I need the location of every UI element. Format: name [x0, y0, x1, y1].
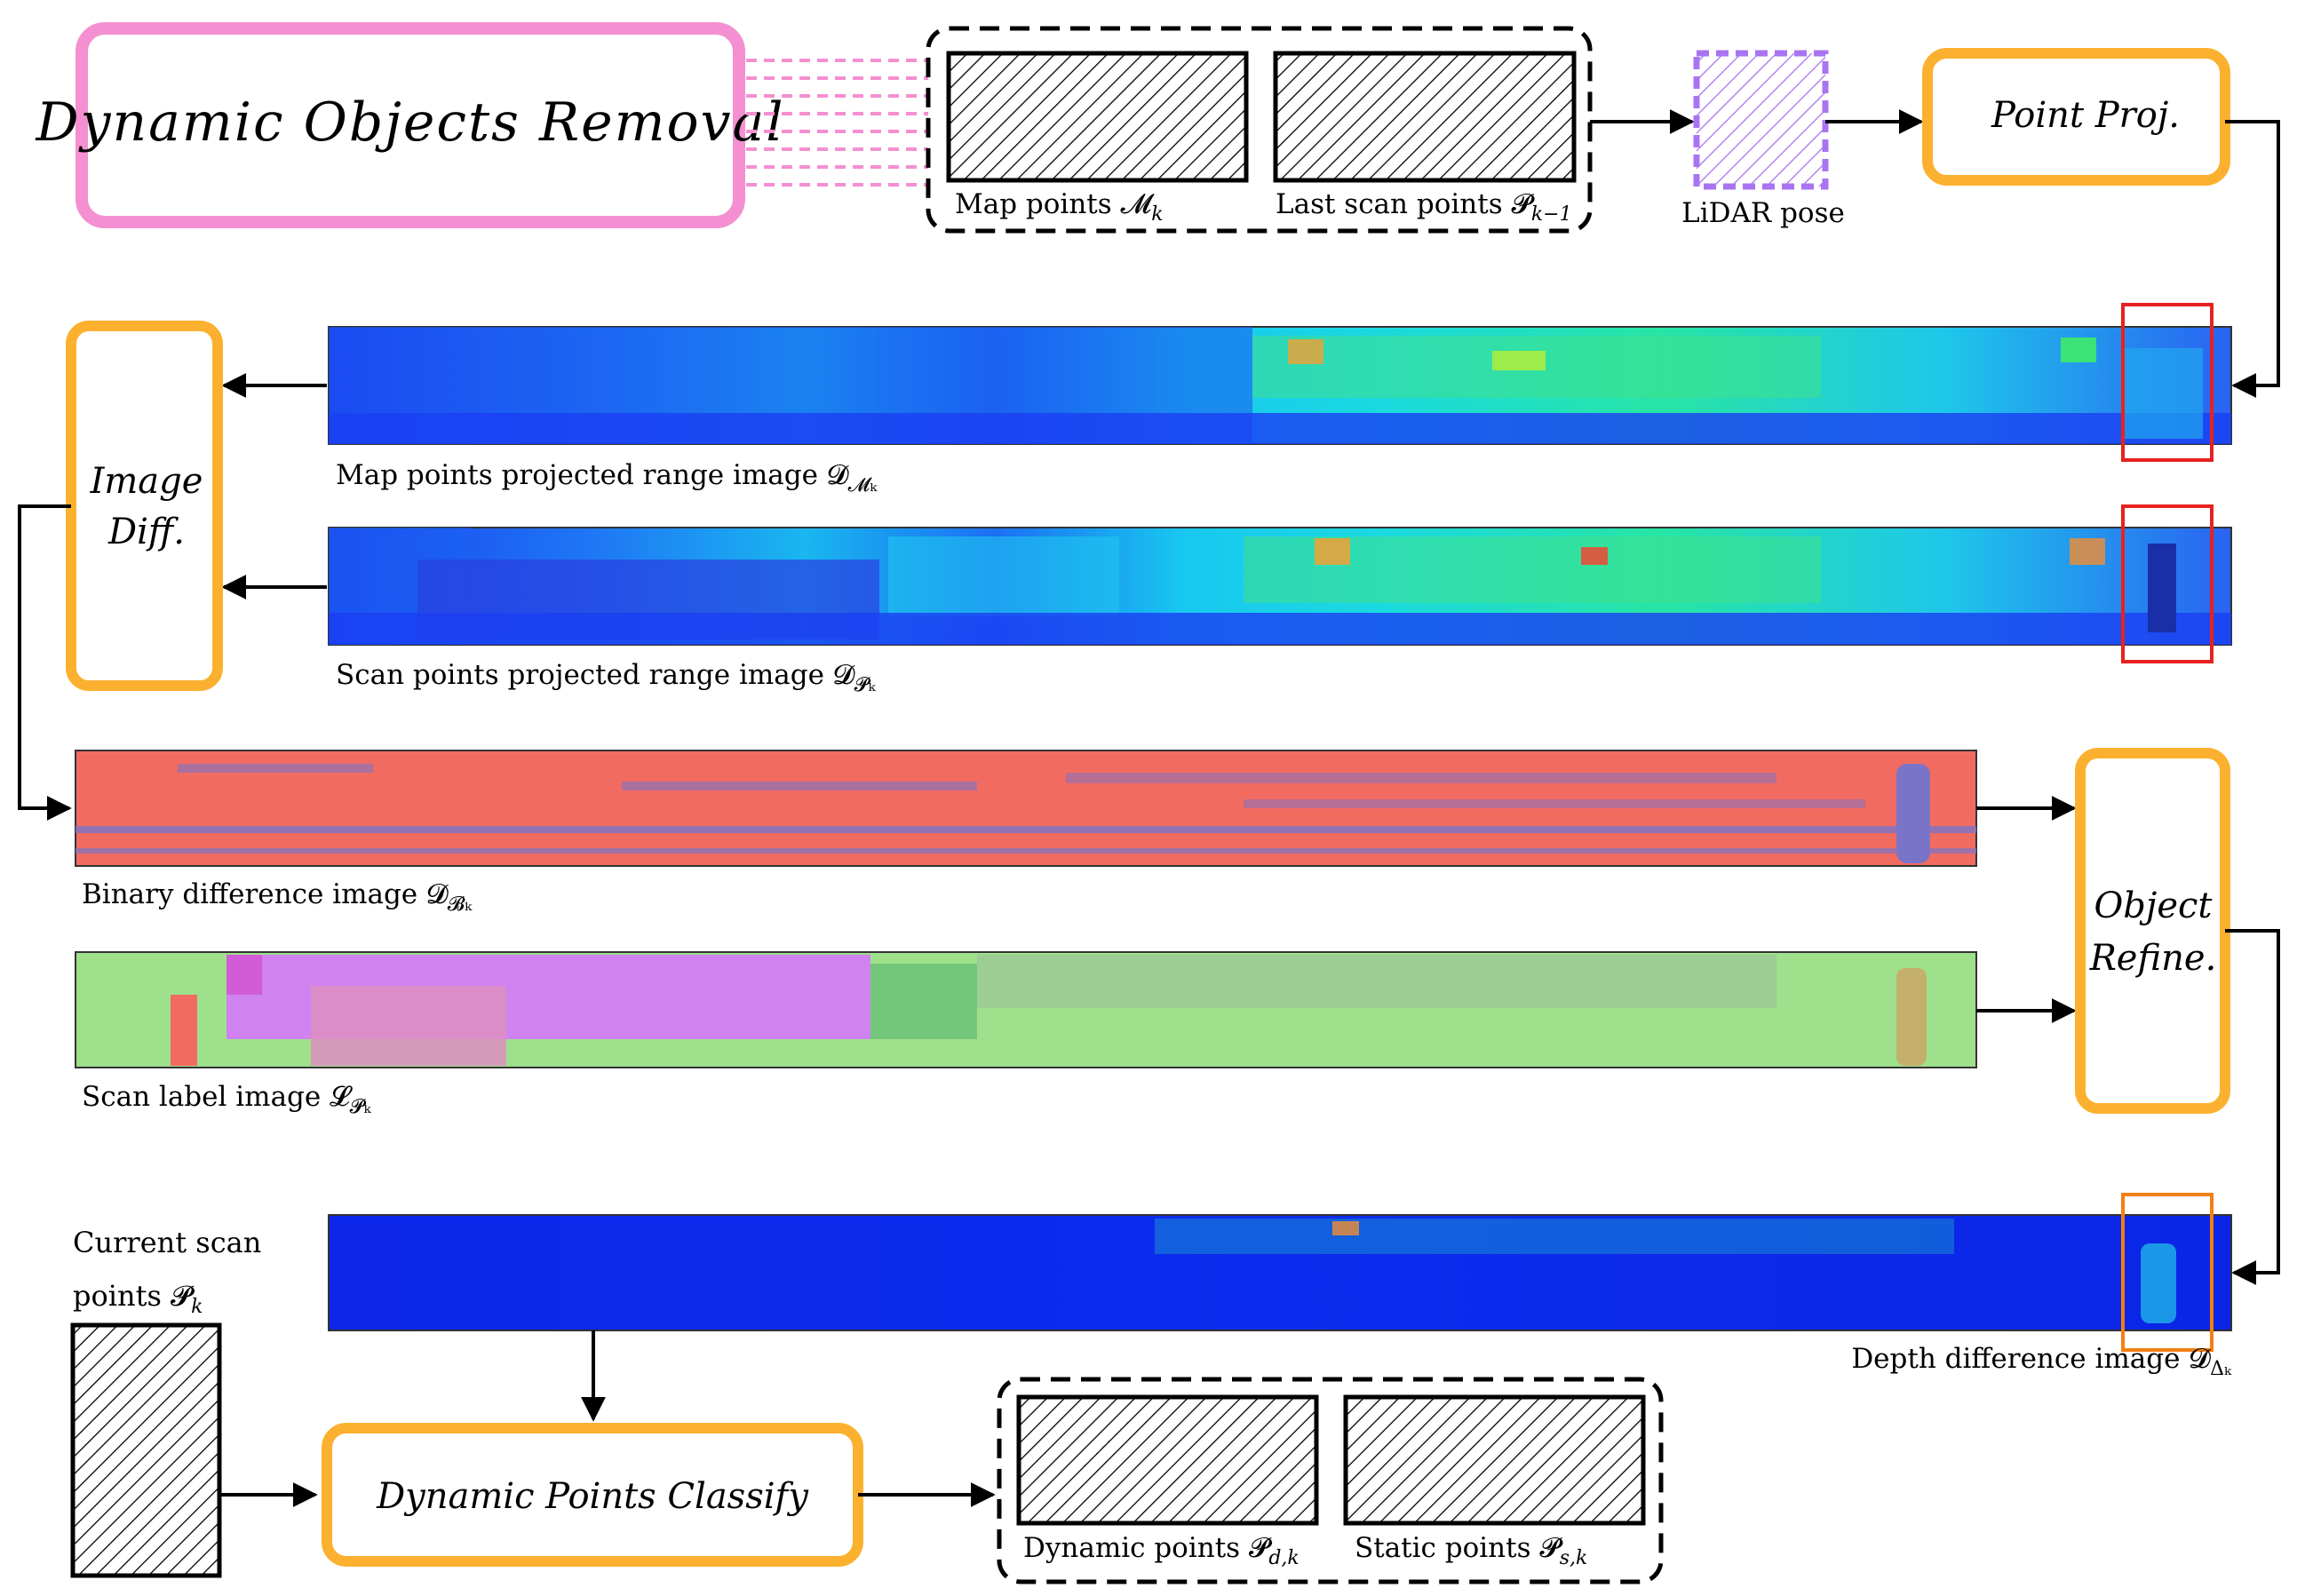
- arrow-refine-to-depth: [2225, 929, 2280, 1285]
- binary-label: Binary difference image 𝓓𝓑ₖ: [82, 878, 473, 916]
- map-range-label: Map points projected range image 𝓓𝓜ₖ: [336, 459, 878, 496]
- last-scan-label: Last scan points 𝓟k−1: [1276, 188, 1572, 226]
- scan-range-image: [328, 527, 2232, 646]
- title-connector-lines: [746, 59, 928, 187]
- dynamic-points-block: [1016, 1394, 1319, 1526]
- output-group-box: [997, 1377, 1664, 1584]
- scan-label-label: Scan label image 𝓛𝓟ₖ: [82, 1081, 372, 1118]
- object-refine-label-line2: Refine.: [2089, 938, 2217, 979]
- depth-diff-label: Depth difference image 𝓓Δₖ: [1851, 1343, 2232, 1380]
- title-box: [76, 22, 745, 228]
- arrow-proj-to-range: [2225, 120, 2280, 398]
- dynamic-points-label: Dynamic points 𝓟d,k: [1023, 1532, 1300, 1569]
- depth-difference-image: [328, 1214, 2232, 1331]
- map-points-label: Map points 𝓜k: [955, 188, 1164, 226]
- static-points-label: Static points 𝓟s,k: [1355, 1532, 1587, 1569]
- classify-label: Dynamic Points Classify: [376, 1476, 809, 1517]
- current-scan-block: [70, 1322, 222, 1578]
- input-group-box: [926, 26, 1593, 234]
- map-range-image: [328, 326, 2232, 445]
- image-diff-label-line1: Image: [90, 461, 203, 502]
- scan-range-highlight: [2121, 504, 2214, 663]
- binary-difference-image: [75, 750, 1977, 867]
- image-diff-module: [66, 321, 223, 691]
- arrow-diff-to-binary: [18, 504, 72, 821]
- last-scan-block: [1273, 51, 1577, 183]
- current-scan-label-line2: points 𝓟k: [73, 1279, 203, 1318]
- object-refine-label-line1: Object: [2094, 885, 2214, 926]
- scan-label-image: [75, 951, 1977, 1068]
- current-scan-label-line1: Current scan: [73, 1226, 261, 1259]
- lidar-pose-label: LiDAR pose: [1681, 197, 1845, 229]
- object-refine-module: [2075, 748, 2230, 1114]
- point-proj-label: Point Proj.: [1991, 95, 2180, 136]
- depth-diff-highlight: [2121, 1193, 2214, 1352]
- lidar-pose-block: [1693, 50, 1829, 190]
- diagram-title: Dynamic Objects Removal: [35, 91, 784, 154]
- static-points-block: [1343, 1394, 1646, 1526]
- map-range-highlight: [2121, 303, 2214, 462]
- scan-range-label: Scan points projected range image 𝓓𝓟ₖ: [336, 659, 876, 696]
- image-diff-label-line2: Diff.: [107, 512, 185, 552]
- point-proj-module: [1922, 48, 2230, 186]
- map-points-block: [946, 51, 1249, 183]
